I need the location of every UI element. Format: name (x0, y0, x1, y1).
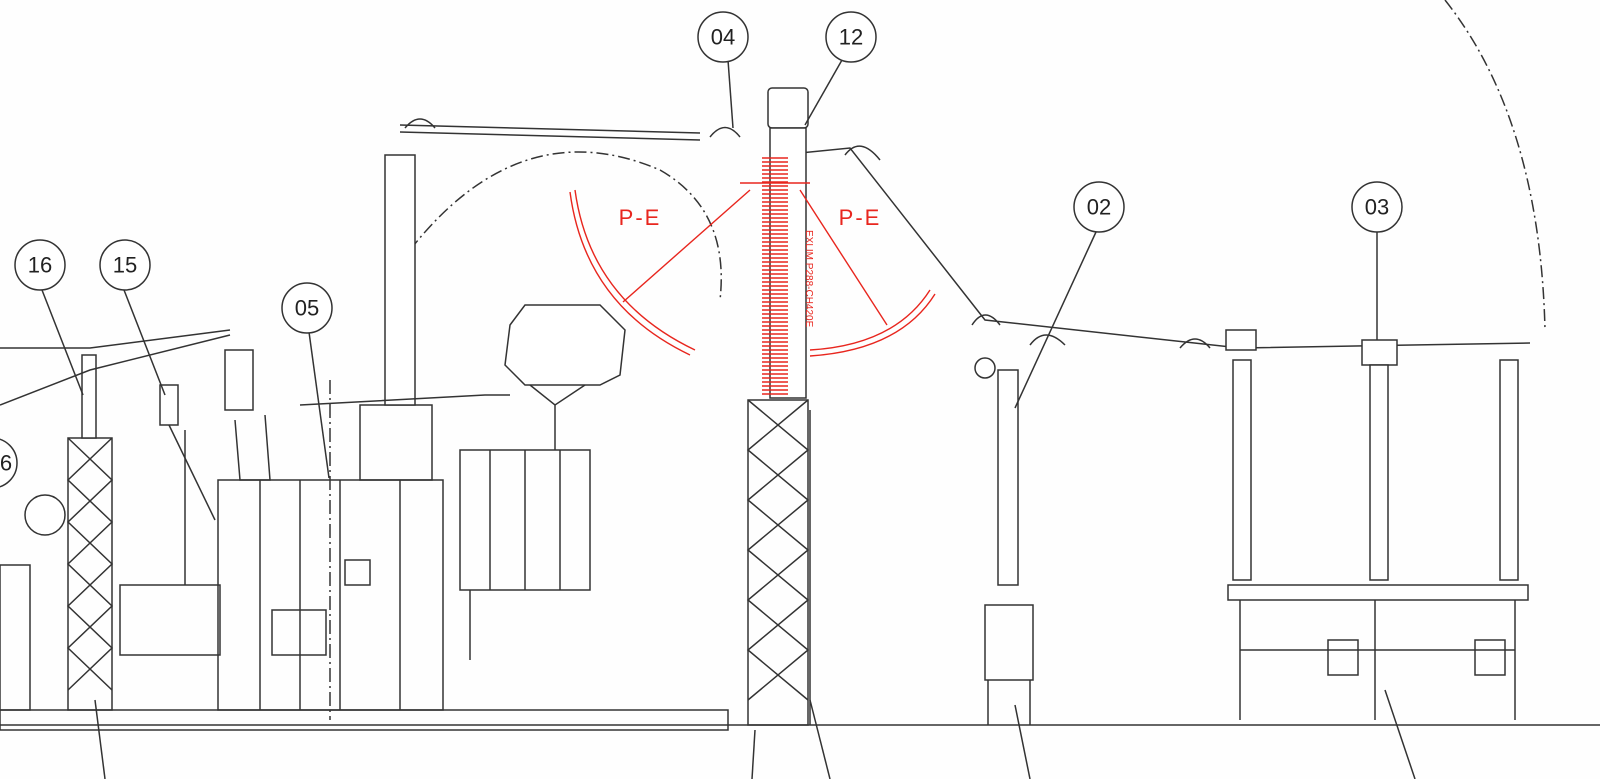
callout-02: 02 (1073, 181, 1125, 233)
conductor-left (0, 329, 231, 406)
pe-clearance-right (799, 189, 936, 357)
callout-04: 04 (697, 11, 749, 63)
pe-label-right: P-E (839, 205, 882, 230)
lattice-tower-12 (746, 399, 811, 726)
svg-text:05: 05 (295, 296, 319, 321)
callout-05: 05 (281, 282, 333, 334)
callout-16: 16 (14, 239, 66, 291)
foundation-slab (0, 709, 729, 731)
power-transformer (119, 154, 626, 720)
lattice-structure-16 (66, 354, 114, 711)
callout-12: 12 (825, 11, 877, 63)
clearance-arc-dashed (409, 151, 722, 301)
busbar-04 (399, 118, 1531, 349)
pe-label-left: P-E (619, 205, 662, 230)
svg-text:02: 02 (1087, 195, 1111, 220)
svg-text:12: 12 (839, 25, 863, 50)
svg-text:03: 03 (1365, 195, 1389, 220)
pe-clearance-left (569, 189, 751, 356)
callout-03: 03 (1351, 181, 1403, 233)
svg-text:16: 16 (28, 253, 52, 278)
svg-text:6: 6 (0, 451, 12, 476)
callout-06-partial: 6 (0, 438, 18, 488)
leader-lines (41, 59, 1416, 779)
callout-15: 15 (99, 239, 151, 291)
svg-text:15: 15 (113, 253, 137, 278)
current-transformer-02 (974, 357, 1034, 725)
clearance-arc-right (1444, 0, 1546, 331)
left-equipment (0, 384, 216, 711)
disconnector-03 (1225, 329, 1529, 720)
arrester-type-text: EXLIM P288-CH420E (803, 230, 814, 328)
surge-arrester (740, 87, 810, 399)
svg-text:04: 04 (711, 25, 735, 50)
